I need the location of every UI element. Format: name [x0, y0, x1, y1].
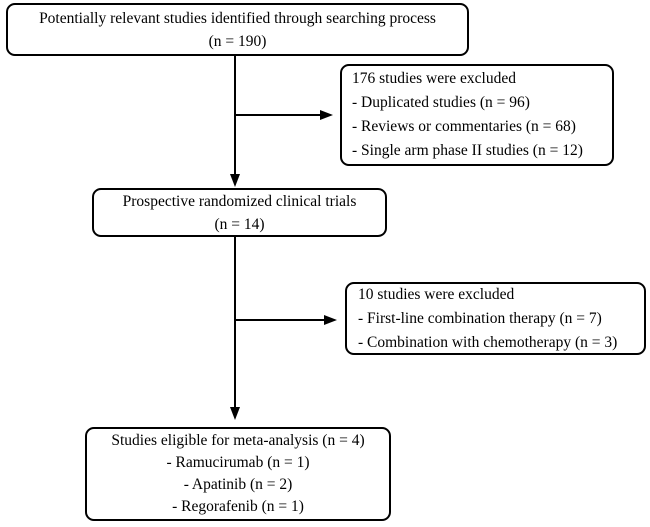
excluded-second-reason-chemo: - Combination with chemotherapy (n = 3) [358, 333, 618, 351]
arrowhead-down-icon [230, 407, 240, 420]
arrowhead-right-icon [320, 110, 333, 120]
box-eligible-studies: Studies eligible for meta-analysis (n = … [85, 427, 391, 521]
eligible-regorafenib: - Regorafenib (n = 1) [172, 498, 304, 515]
box-identified-studies: Potentially relevant studies identified … [6, 3, 469, 56]
box-excluded-first-round: 176 studies were excluded - Duplicated s… [340, 64, 614, 166]
randomized-trials-text: Prospective randomized clinical trials [122, 192, 357, 210]
excluded-first-heading: 176 studies were excluded [352, 70, 516, 87]
excluded-second-reason-first-line: - First-line combination therapy (n = 7) [358, 309, 602, 327]
box-excluded-second-round: 10 studies were excluded - First-line co… [345, 282, 646, 355]
arrowhead-right-icon [324, 315, 337, 325]
excluded-first-reason-single-arm: - Single arm phase II studies (n = 12) [352, 142, 583, 159]
connector-branch-to-excluded-second [235, 319, 324, 321]
box-randomized-trials: Prospective randomized clinical trials (… [92, 188, 387, 237]
eligible-ramucirumab: - Ramucirumab (n = 1) [166, 454, 310, 471]
identified-studies-text: Potentially relevant studies identified … [39, 9, 436, 27]
eligible-studies-heading: Studies eligible for meta-analysis (n = … [111, 432, 365, 449]
connector-randomized-to-eligible [234, 237, 236, 407]
identified-studies-count: (n = 190) [208, 32, 267, 50]
eligible-apatinib: - Apatinib (n = 2) [183, 476, 293, 493]
excluded-first-reason-reviews: - Reviews or commentaries (n = 68) [352, 118, 576, 135]
randomized-trials-count: (n = 14) [214, 215, 265, 233]
excluded-first-reason-duplicated: - Duplicated studies (n = 96) [352, 94, 530, 111]
connector-branch-to-excluded-first [235, 114, 320, 116]
arrowhead-down-icon [230, 174, 240, 187]
excluded-second-heading: 10 studies were excluded [358, 285, 515, 303]
